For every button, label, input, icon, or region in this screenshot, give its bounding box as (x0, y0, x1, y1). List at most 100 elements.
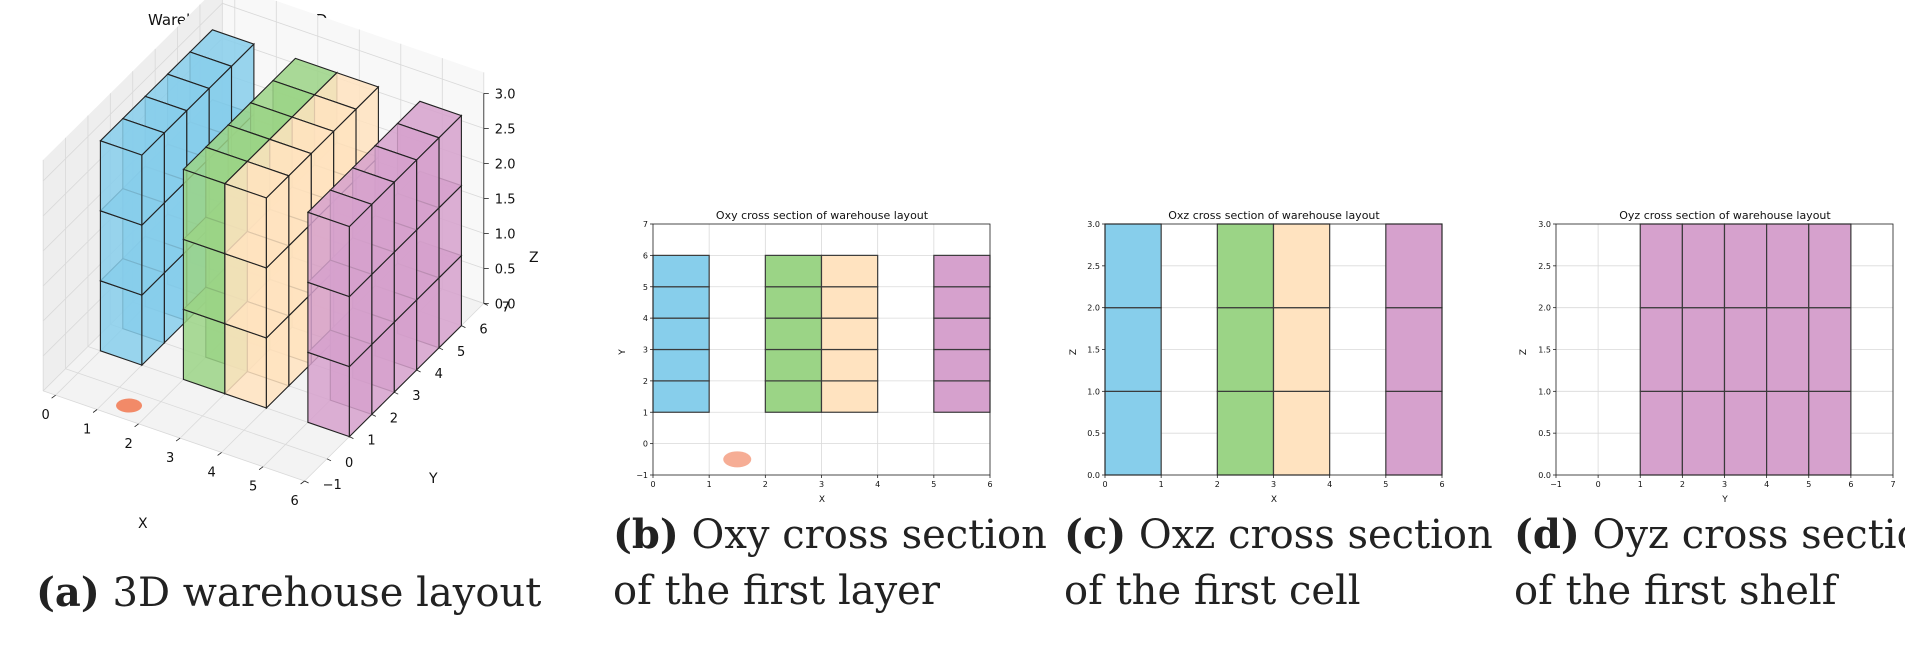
cell-green (1216, 223, 1275, 309)
caption-b: (b) Oxy cross section of the first layer (613, 507, 1047, 619)
caption-b-label: (b) (613, 511, 679, 558)
y-tick-label: −1 (636, 471, 648, 480)
cube-face-orange (224, 182, 267, 269)
x-tick-label: 1 (707, 480, 712, 489)
x-tick-label: 1 (1638, 480, 1643, 489)
x-tick-label: 4 (875, 480, 880, 489)
y-tick-label: 0.5 (1538, 429, 1551, 438)
caption-b-line2: of the first layer (613, 568, 940, 614)
z-tick-label: 2.5 (495, 122, 516, 137)
y-tick-label: 5 (643, 283, 648, 292)
panel-oxy-section: Oxy cross section of warehouse layout 0 1… (618, 209, 993, 505)
y-tick-label: 2.5 (1087, 262, 1100, 271)
wall-grid-line (42, 3, 223, 182)
floor-grid-line (43, 390, 305, 482)
cell-purple (1723, 390, 1768, 476)
caption-a: (a) 3D warehouse layout (36, 565, 541, 621)
x-axis-label: X (1271, 495, 1277, 505)
cell-purple (1681, 307, 1726, 392)
x-tick-label: 5 (249, 480, 257, 495)
x-axis-label: X (138, 516, 148, 532)
x-axis-label: Y (1721, 495, 1728, 505)
cell-purple (933, 254, 991, 288)
cell-green (764, 317, 823, 351)
x-tick-label: 0 (41, 408, 49, 423)
x-tick-label: 5 (1806, 480, 1811, 489)
panel-oyz-section: Oyz cross section of warehouse layout −1… (1519, 209, 1896, 505)
y-tick-label: 7 (643, 220, 648, 229)
cell-purple (1808, 390, 1852, 476)
x-tick-label: 6 (987, 480, 992, 489)
caption-d: (d) Oyz cross section of the first shelf (1514, 507, 1905, 619)
x-tick (92, 409, 98, 413)
x-tick-label: 5 (931, 480, 936, 489)
caption-c-label: (c) (1064, 511, 1127, 558)
panel-3d-layout: Warehouse layout in 3D 0123456−101234567… (41, 0, 539, 532)
x-tick-label: 4 (207, 465, 215, 480)
caption-d-line2: of the first shelf (1514, 568, 1837, 614)
y-axis-label: Y (428, 471, 438, 487)
x-tick (217, 452, 222, 456)
y-tick-label: 0.5 (1087, 429, 1100, 438)
y-tick-label: 6 (643, 251, 648, 260)
panel-b-title: Oxy cross section of warehouse layout (716, 209, 929, 222)
y-tick (416, 369, 421, 373)
y-tick-label: 0 (345, 456, 353, 471)
y-tick (394, 391, 399, 395)
cell-purple (1681, 223, 1726, 309)
x-tick-label: 6 (1848, 480, 1853, 489)
cell-purple (1385, 390, 1443, 476)
panel-d-title: Oyz cross section of warehouse layout (1619, 209, 1831, 222)
y-axis-label: Y (618, 349, 628, 356)
cell-blue (652, 286, 710, 319)
cell-green (764, 348, 823, 382)
x-tick-label: 3 (1722, 480, 1727, 489)
y-tick-label: 0 (643, 440, 648, 449)
cell-blue (652, 317, 710, 351)
y-tick-label: 3.0 (1538, 220, 1551, 229)
z-tick-label: 0.5 (495, 262, 516, 277)
x-tick (300, 480, 305, 485)
cell-green (1216, 390, 1275, 476)
cell-purple (1766, 223, 1810, 309)
y-tick-label: 1.0 (1087, 387, 1100, 396)
x-tick-label: 2 (1680, 480, 1685, 489)
caption-a-label: (a) (36, 569, 100, 616)
x-tick-label: 0 (1102, 480, 1107, 489)
z-tick-label: 1.5 (495, 192, 516, 207)
wall-grid-line (222, 2, 484, 94)
cell-purple (1639, 223, 1683, 309)
x-tick-label: 3 (1271, 480, 1276, 489)
caption-b-line1: Oxy cross section (678, 512, 1047, 558)
y-tick-label: 5 (457, 345, 465, 360)
y-tick-label: 4 (435, 367, 443, 382)
x-tick-label: 0 (1596, 480, 1601, 489)
y-tick-label: 1.5 (1538, 346, 1551, 355)
cube-face-purple (307, 211, 350, 298)
cell-green (764, 254, 823, 288)
z-axis-label: Z (529, 250, 539, 266)
y-tick-label: −1 (323, 478, 342, 493)
cell-blue (1104, 223, 1162, 309)
cell-orange (820, 348, 879, 382)
cube-face-orange (265, 174, 290, 270)
x-tick-label: 2 (1215, 480, 1220, 489)
z-tick-label: 3.0 (495, 87, 516, 102)
robot-marker (723, 451, 752, 468)
cell-purple (1766, 307, 1810, 392)
y-tick-label: 1 (643, 408, 648, 417)
cell-purple (933, 380, 991, 413)
floor-grid-line (65, 368, 328, 460)
cell-purple (1385, 307, 1443, 392)
cell-orange (820, 254, 879, 288)
cube-face-blue (141, 131, 165, 227)
cell-orange (820, 317, 879, 351)
y-tick-label: 2 (643, 377, 648, 386)
x-tick-label: 6 (290, 494, 298, 509)
cell-purple (1385, 223, 1443, 309)
x-tick-label: 1 (83, 423, 91, 438)
y-tick-label: 1.0 (1538, 387, 1551, 396)
x-tick (175, 437, 181, 442)
